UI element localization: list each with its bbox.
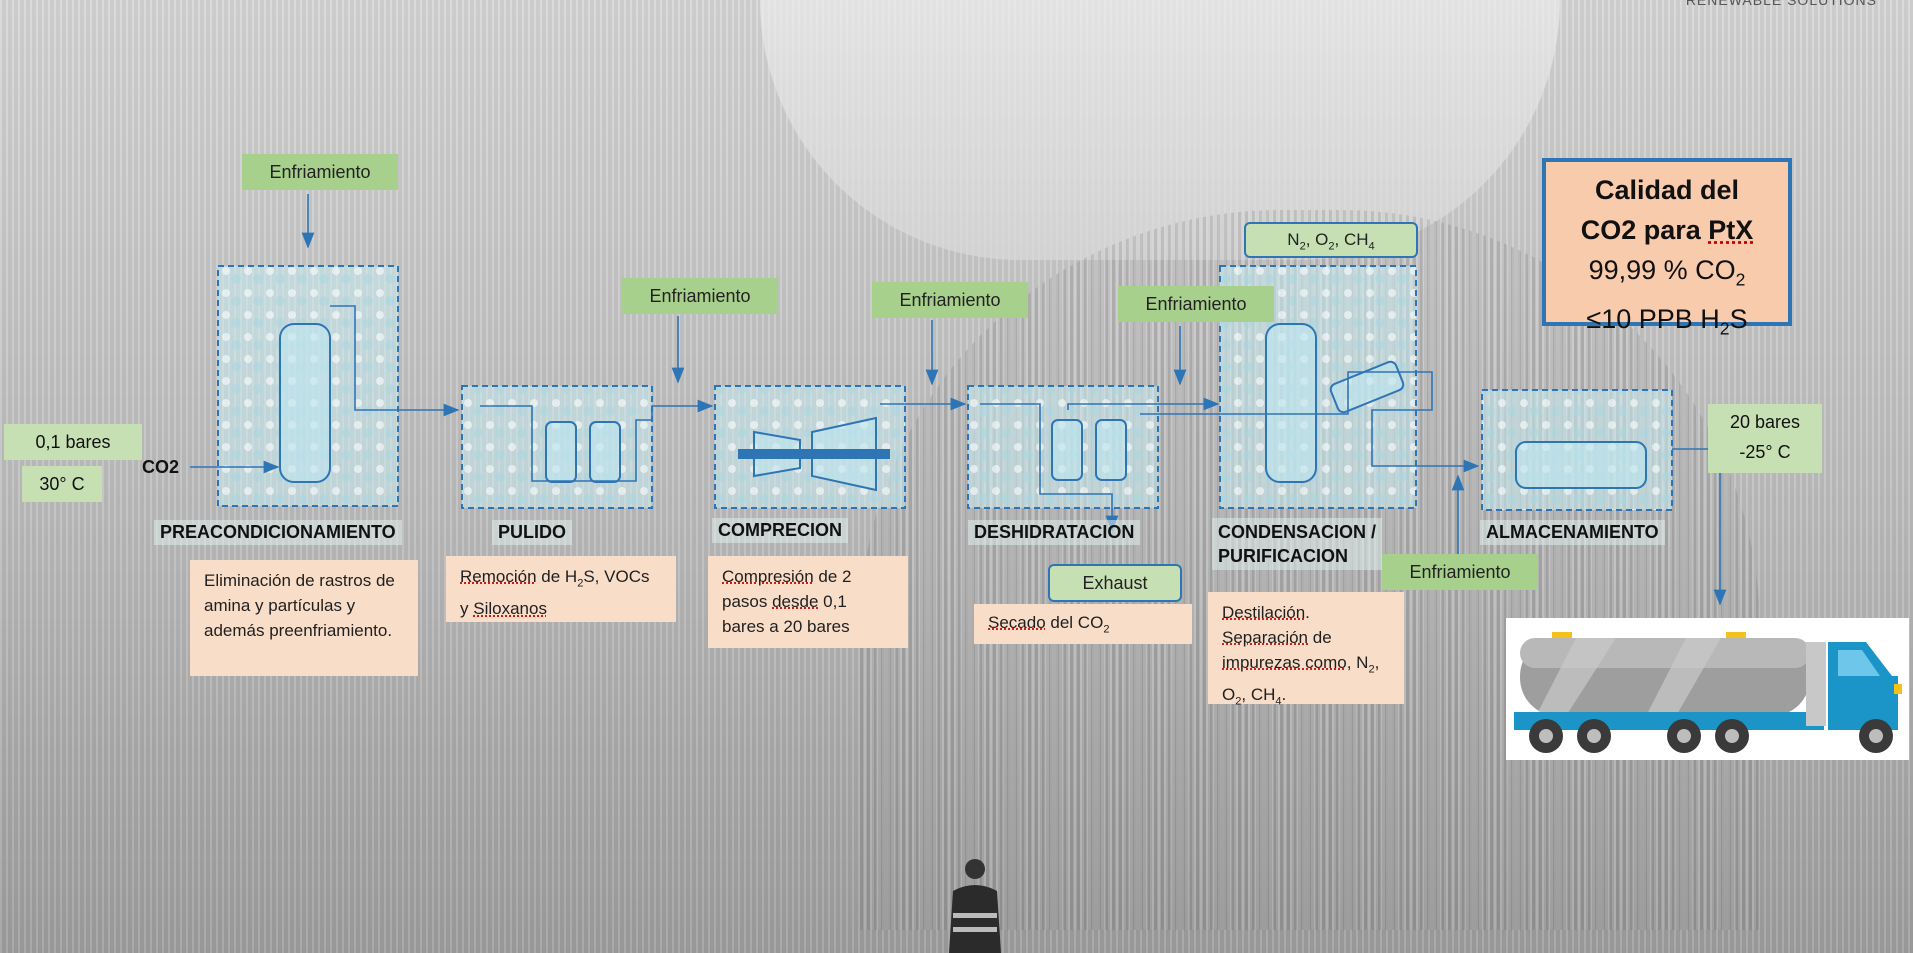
quality-line3: 99,99 % CO2 <box>1588 255 1746 290</box>
exhaust-label: Exhaust <box>1048 564 1182 602</box>
stage-pulido: PULIDO <box>492 520 573 545</box>
note-condensacion-sub-o: 2 <box>1235 695 1242 708</box>
note-condensacion-sub-n: 2 <box>1368 663 1375 676</box>
cooling-label-almacenamiento: Enfriamiento <box>1382 554 1538 590</box>
worker-silhouette <box>949 859 1001 953</box>
quality-line1: Calidad del <box>1594 175 1740 205</box>
impurities-ch: , CH <box>1334 230 1369 249</box>
stage-almacenamiento: ALMACENAMIENTO <box>1480 520 1665 545</box>
note-pulido-sub: 2 <box>577 577 584 590</box>
note-condensacion-7: , O <box>1222 653 1380 705</box>
tanker-truck-illustration <box>1506 618 1909 760</box>
output-parameters: 20 bares -25° C <box>1708 404 1822 473</box>
input-temperature: 30° C <box>22 466 102 502</box>
impurities-label: N2, O2, CH4 <box>1244 222 1418 258</box>
note-comprecion-2: de 2 pasos <box>722 567 852 611</box>
impurities-o-sub: 2 <box>1328 240 1335 253</box>
stage-preacondicionamiento: PREACONDICIONAMIENTO <box>154 520 402 545</box>
note-pulido: Remoción de H2S, VOCs y Siloxanos <box>446 556 676 622</box>
header-text: RENEWABLE SOLUTIONS <box>1685 0 1877 8</box>
note-condensacion: Destilación. Separación de impurezas com… <box>1208 592 1404 708</box>
distillation-column <box>1265 323 1317 483</box>
note-deshidratacion-sub: 2 <box>1103 623 1110 636</box>
input-feed-co2: CO2 <box>142 457 180 477</box>
input-pressure: 0,1 bares <box>4 424 142 460</box>
dehydration-vessel-2 <box>1095 419 1127 481</box>
note-pulido-4: Siloxanos <box>473 599 547 619</box>
note-deshidratacion-1: Secado <box>988 613 1046 632</box>
note-condensacion-5: impurezas como <box>1222 653 1347 672</box>
pulido-vessel-2 <box>589 421 621 483</box>
note-comprecion-3: desde <box>772 592 819 611</box>
note-condensacion-4: de <box>1308 628 1332 647</box>
stage-deshidratacion: DESHIDRATACION <box>968 520 1141 545</box>
note-condensacion-1: Destilación <box>1222 603 1306 622</box>
cooling-label-comprecion: Enfriamiento <box>872 282 1028 318</box>
stage-condensacion: CONDENSACION / PURIFICACION <box>1212 518 1383 570</box>
impurities-ch-sub: 4 <box>1368 240 1375 253</box>
note-deshidratacion: Secado del CO2 <box>974 604 1192 644</box>
note-condensacion-8: , CH <box>1241 685 1276 705</box>
cooling-label-preacondicionamiento: Enfriamiento <box>242 154 398 190</box>
note-condensacion-9: . <box>1281 685 1287 705</box>
compressor-shaft <box>738 449 890 459</box>
note-comprecion-4: 0,1 bares a 20 bares <box>722 592 850 636</box>
stage-condensacion-line1: CONDENSACION / <box>1218 522 1377 542</box>
impurities-n: N <box>1287 230 1300 249</box>
storage-tank <box>1515 441 1647 489</box>
co2-quality-box: Calidad del CO2 para PtX 99,99 % CO2 ≤10… <box>1542 158 1792 339</box>
condenser-vessel <box>1329 360 1405 414</box>
output-temperature: -25° C <box>1739 442 1791 462</box>
tanker-truck-icon <box>1514 632 1902 753</box>
note-condensacion-sub-ch: 4 <box>1275 695 1282 708</box>
note-pulido-3: S, VOCs y <box>460 567 650 619</box>
note-preacondicionamiento: Eliminación de rastros de amina y partíc… <box>190 560 418 676</box>
output-pressure: 20 bares <box>1729 412 1801 432</box>
note-condensacion-2: . <box>1305 603 1310 622</box>
pulido-vessel-1 <box>545 421 577 483</box>
note-pulido-1: Remoción <box>460 567 537 586</box>
note-condensacion-3: Separación <box>1222 628 1309 647</box>
cooling-label-deshidratacion: Enfriamiento <box>1118 286 1274 322</box>
impurities-n-sub: 2 <box>1299 240 1306 253</box>
preacondicionamiento-column <box>279 323 331 483</box>
stage-condensacion-line2: PURIFICACION <box>1218 546 1348 566</box>
note-comprecion-1: Compresión <box>722 567 814 586</box>
note-comprecion: Compresión de 2 pasos desde 0,1 bares a … <box>708 556 908 648</box>
stage-comprecion: COMPRECION <box>712 518 849 543</box>
dehydration-vessel-1 <box>1051 419 1083 481</box>
impurities-o: , O <box>1305 230 1329 249</box>
note-condensacion-6: , N <box>1346 653 1369 672</box>
quality-line4: ≤10 PPB H2S <box>1586 304 1748 339</box>
note-pulido-2: de H <box>536 567 578 586</box>
cooling-label-pulido: Enfriamiento <box>622 278 778 314</box>
note-deshidratacion-2: del CO <box>1045 613 1104 632</box>
quality-line2: CO2 para PtX <box>1580 215 1754 245</box>
